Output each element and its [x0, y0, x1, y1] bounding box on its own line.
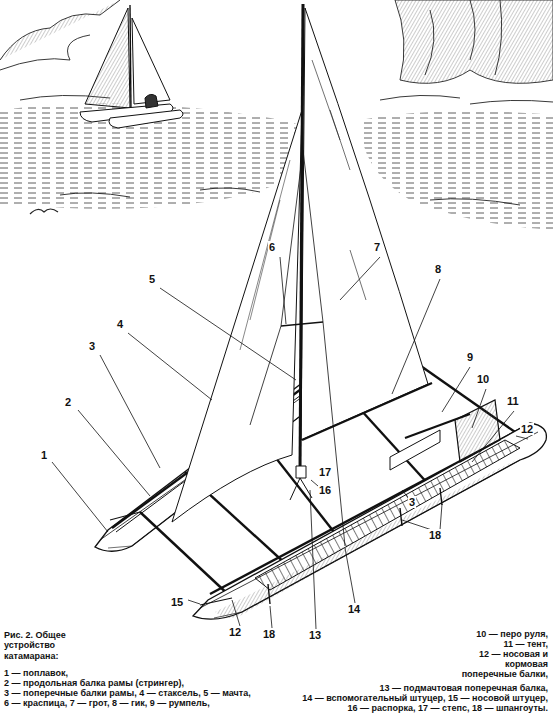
- float: [215, 458, 520, 618]
- callout-number: 4: [116, 318, 124, 330]
- background-scene: [395, 0, 553, 83]
- background-scene: [30, 209, 58, 214]
- frame-rib: [268, 584, 270, 604]
- leader-line: [232, 600, 240, 626]
- callout-number: 16: [318, 484, 332, 496]
- leader-line: [188, 600, 200, 604]
- callout-number: 18: [262, 628, 276, 640]
- bow-fitting: [110, 512, 232, 605]
- callout-number: 5: [148, 273, 156, 285]
- callout-number: 3: [88, 340, 96, 352]
- leader-line: [160, 288, 296, 380]
- frame-rib: [400, 508, 402, 526]
- mainsail: [301, 8, 428, 440]
- figure-caption: Рис. 2. Общее устройство катамарана:: [4, 630, 66, 661]
- leader-line: [100, 355, 160, 468]
- mainsail: [302, 383, 432, 440]
- legend-line: 6 — краспица, 7 — грот, 8 — гик, 9 — рум…: [4, 699, 210, 709]
- background-catamaran: [109, 110, 183, 128]
- leader-line: [310, 490, 316, 629]
- leader-line: [52, 257, 528, 629]
- mainsail: [312, 60, 366, 300]
- background-catamaran: [80, 5, 183, 128]
- callout-number: 11: [506, 395, 520, 407]
- rudder: [455, 400, 500, 462]
- leader-line: [516, 436, 528, 439]
- mast: [281, 322, 323, 326]
- tent: [390, 430, 440, 470]
- background-catamaran: [85, 8, 130, 108]
- leader-line: [340, 257, 380, 300]
- leader-line: [472, 389, 486, 428]
- leader-line: [472, 411, 514, 462]
- leader-line: [345, 548, 355, 603]
- tent: [255, 440, 520, 590]
- callout-number: 14: [347, 603, 361, 615]
- mast: [300, 4, 303, 472]
- mainsail: [301, 8, 432, 440]
- leader-line: [78, 410, 150, 496]
- callout-number: 6: [268, 241, 276, 253]
- frame-rib: [440, 488, 442, 505]
- callout-number: 10: [476, 373, 490, 385]
- background-scene: [360, 111, 553, 230]
- background-scene: [0, 0, 120, 60]
- legend-line: 11 — тент,: [503, 640, 548, 650]
- bow-fitting: [200, 598, 232, 605]
- callout-number: 9: [466, 351, 474, 363]
- leader-line: [270, 606, 272, 628]
- legend-line: 12 — носовая и кормовая поперечные балки…: [456, 650, 548, 680]
- mast: [290, 478, 312, 500]
- leader-line: [280, 257, 286, 324]
- legend-line: 16 — распорка, 17 — степс, 18 — шпангоут…: [348, 704, 548, 714]
- callout-number: 17: [318, 466, 332, 478]
- callout-number: 7: [373, 241, 381, 253]
- legend-line: 13 — подмачтовая поперечная балка,: [380, 684, 548, 694]
- mast: [250, 4, 345, 546]
- rudder: [405, 414, 470, 438]
- callout-number: 12: [228, 626, 242, 638]
- legend-line: 10 — перо руля,: [476, 630, 548, 640]
- background-catamaran: [130, 5, 131, 112]
- legend-line: 2 — продольная балка рамы (стрингер),: [4, 679, 184, 689]
- callout-number: 8: [434, 263, 442, 275]
- background-catamaran: [132, 18, 170, 104]
- leader-line: [311, 480, 318, 486]
- mast: [250, 150, 345, 546]
- callout-number: 1: [40, 449, 48, 461]
- leader-line: [52, 462, 108, 532]
- callout-number: 2: [64, 396, 72, 408]
- callout-number: 18: [428, 529, 442, 541]
- background-scene: [425, 0, 502, 75]
- frame: [140, 512, 232, 598]
- callout-number: 13: [308, 629, 322, 641]
- tent: [255, 430, 520, 590]
- frame-rib: [268, 488, 442, 604]
- callout-number: 15: [170, 596, 184, 608]
- callout-number: 3: [408, 496, 416, 508]
- rudder: [405, 400, 500, 462]
- legend-line: 14 — вспомогательный штуцер, 15 — носово…: [302, 694, 548, 704]
- callout-number: 12: [520, 423, 534, 435]
- leader-line: [128, 333, 212, 400]
- legend-line: 1 — поплавок,: [4, 669, 68, 679]
- background-catamaran: [145, 94, 158, 108]
- jib: [240, 160, 290, 350]
- leader-line: [392, 279, 440, 394]
- leader-line: [442, 367, 470, 412]
- mast: [296, 466, 306, 478]
- bow-fitting: [110, 512, 140, 520]
- legend-line: 3 — поперечные балки рамы, 4 — стаксель,…: [4, 689, 251, 699]
